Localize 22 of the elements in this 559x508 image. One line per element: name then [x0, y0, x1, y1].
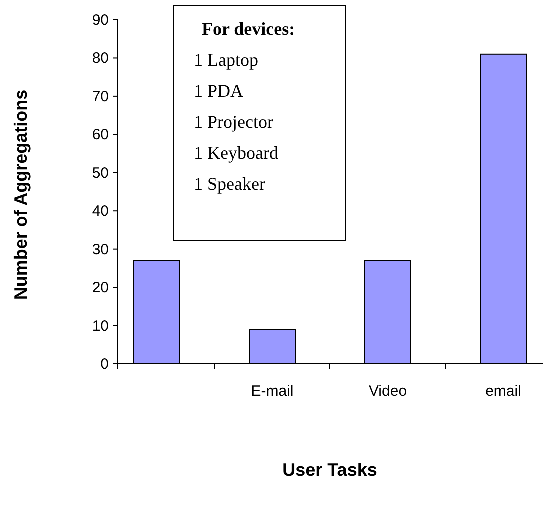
tick-label: 20 — [92, 280, 109, 297]
category-label: Video — [368, 383, 408, 400]
category-label: email — [486, 383, 522, 400]
box-heading: For devices: — [202, 18, 296, 41]
tick-label: 60 — [92, 126, 109, 144]
axis-title: User Tasks — [282, 460, 378, 480]
list-item: 1 Projector — [194, 111, 274, 134]
tick-label: 40 — [92, 203, 109, 220]
list-item: 1 Speaker — [194, 173, 266, 196]
tick-label: 0 — [100, 356, 109, 373]
tick-label: 90 — [92, 12, 109, 29]
list-item: 1 PDA — [194, 80, 244, 103]
category-label: E-mail — [251, 383, 294, 400]
tick-label: 50 — [92, 164, 109, 182]
tick-label: 70 — [92, 88, 109, 106]
axis-title: Number of Aggregations — [11, 90, 31, 300]
list-item: 1 Laptop — [194, 49, 258, 72]
tick-label: 10 — [92, 318, 109, 335]
tick-label: 80 — [92, 50, 109, 68]
tick-label: 30 — [92, 241, 109, 258]
list-item: 1 Keyboard — [194, 142, 278, 165]
legend-box — [173, 5, 346, 241]
